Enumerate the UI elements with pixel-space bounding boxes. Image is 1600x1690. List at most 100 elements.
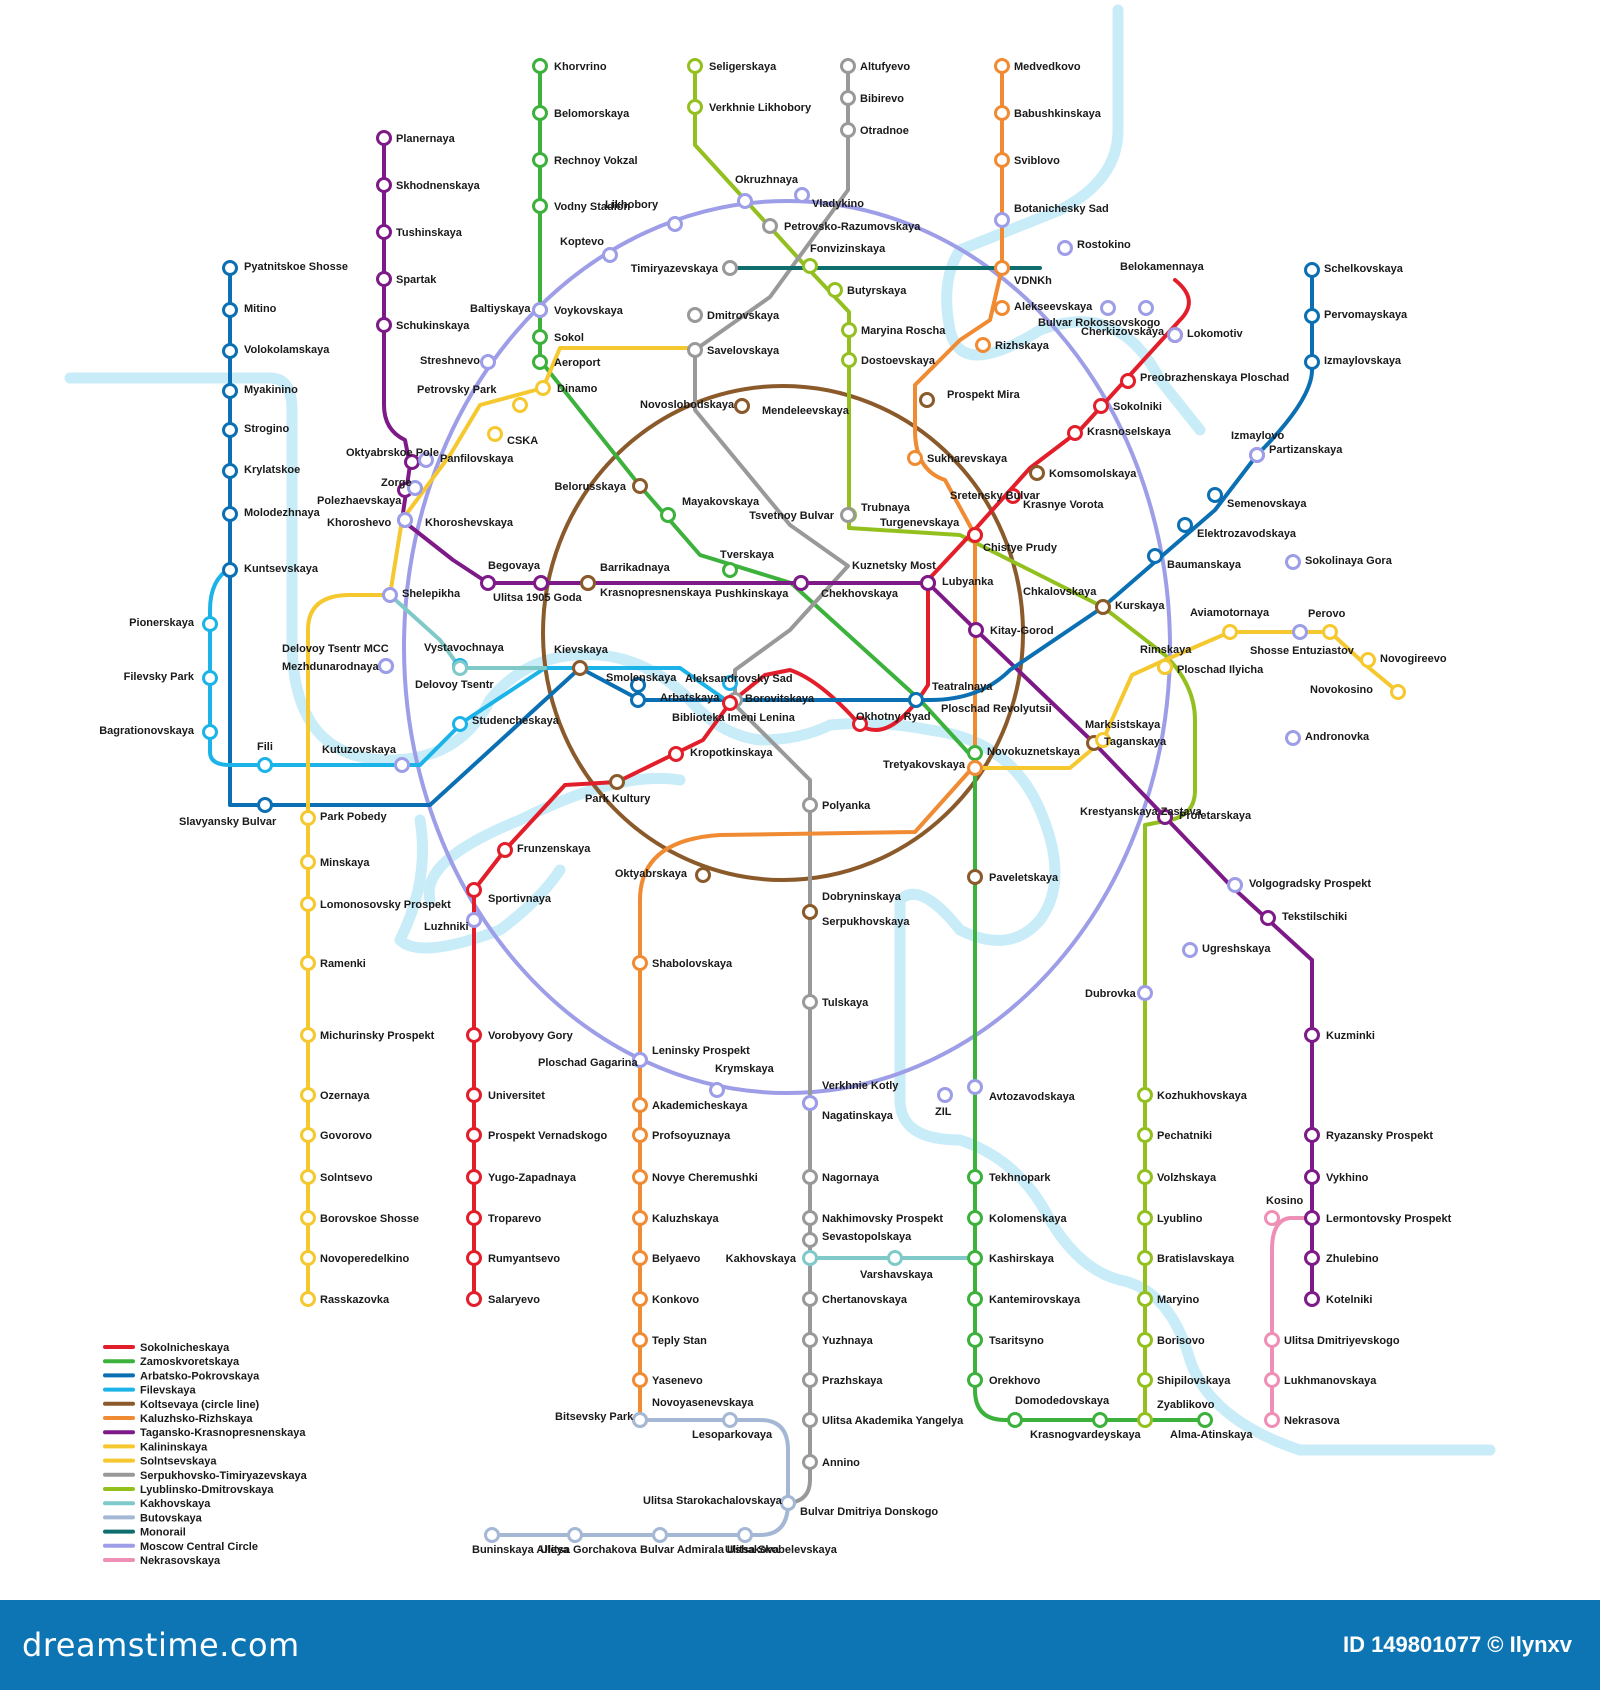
station-streshnevo[interactable] [480, 354, 496, 370]
station-domodedovskaya[interactable] [1007, 1412, 1023, 1428]
station-zil[interactable] [937, 1087, 953, 1103]
station-skhodnenskaya[interactable] [376, 177, 392, 193]
station-pionerskaya[interactable] [202, 616, 218, 632]
station-lyublino[interactable] [1137, 1210, 1153, 1226]
station-planernaya[interactable] [376, 130, 392, 146]
station-volzhskaya[interactable] [1137, 1169, 1153, 1185]
station-timiryazevskaya[interactable] [722, 260, 738, 276]
station-universitet[interactable] [466, 1087, 482, 1103]
station-vykhino[interactable] [1304, 1169, 1320, 1185]
station-kantemirovskaya[interactable] [967, 1291, 983, 1307]
station-krylatskoe[interactable] [222, 463, 238, 479]
station-park-kultury[interactable] [609, 774, 625, 790]
station-maryina-roscha[interactable] [841, 322, 857, 338]
station-konkovo[interactable] [632, 1291, 648, 1307]
station-buninskaya-alleya[interactable] [484, 1527, 500, 1543]
station-dobryninskaya[interactable] [802, 904, 818, 920]
station-fonvizinskaya[interactable] [802, 258, 818, 274]
station-borovskoe-shosse[interactable] [300, 1210, 316, 1226]
station-verkhnie-likhobory[interactable] [687, 99, 703, 115]
station-krymskaya[interactable] [709, 1082, 725, 1098]
station-pervomayskaya[interactable] [1304, 308, 1320, 324]
station-bitsevsky-park[interactable] [632, 1412, 648, 1428]
station-kozhukhovskaya[interactable] [1137, 1087, 1153, 1103]
station-delovoy-tsentr-mcc[interactable] [378, 658, 394, 674]
station-alma-atinskaya[interactable] [1197, 1412, 1213, 1428]
station-aviamotornaya[interactable] [1222, 624, 1238, 640]
station-krasnopresnenskaya[interactable] [580, 575, 596, 591]
station-ulitsa-starokachalovskaya[interactable] [780, 1495, 796, 1511]
station-pyatnitskoe-shosse[interactable] [222, 260, 238, 276]
station-prospekt-vernadskogo[interactable] [466, 1127, 482, 1143]
station-altufyevo[interactable] [840, 58, 856, 74]
station-kutuzovskaya[interactable] [394, 757, 410, 773]
station-tekstilschiki[interactable] [1260, 910, 1276, 926]
station-sportivnaya[interactable] [466, 882, 482, 898]
station-slavyansky-bulvar[interactable] [257, 797, 273, 813]
station-seligerskaya[interactable] [687, 58, 703, 74]
station-khoroshevo[interactable] [397, 512, 413, 528]
station-kievskaya[interactable] [572, 660, 588, 676]
station-molodezhnaya[interactable] [222, 506, 238, 522]
station-baumanskaya[interactable] [1147, 548, 1163, 564]
station-elektrozavodskaya[interactable] [1177, 517, 1193, 533]
station-lukhmanovskaya[interactable] [1264, 1372, 1280, 1388]
station-sokol[interactable] [532, 329, 548, 345]
station-studencheskaya[interactable] [452, 716, 468, 732]
station-rostokino[interactable] [1057, 240, 1073, 256]
station-proletarskaya[interactable] [1157, 809, 1173, 825]
station-komsomolskaya[interactable] [1029, 465, 1045, 481]
station-akademicheskaya[interactable] [632, 1097, 648, 1113]
station-medvedkovo[interactable] [994, 58, 1010, 74]
station-mitino[interactable] [222, 302, 238, 318]
station-biblioteka-imeni-lenina[interactable] [722, 695, 738, 711]
station-sevastopolskaya[interactable] [802, 1232, 818, 1248]
station-baltiyskaya[interactable] [532, 302, 548, 318]
station-ulitsa-gorchakova[interactable] [567, 1527, 583, 1543]
station-profsoyuznaya[interactable] [632, 1127, 648, 1143]
station-borisovo[interactable] [1137, 1332, 1153, 1348]
station-troparevo[interactable] [466, 1210, 482, 1226]
station-belorusskaya[interactable] [632, 478, 648, 494]
station-panfilovskaya[interactable] [418, 452, 434, 468]
station-kakhovskaya[interactable] [802, 1250, 818, 1266]
station-solntsevo[interactable] [300, 1169, 316, 1185]
station-koptevo[interactable] [602, 247, 618, 263]
station-vladykino[interactable] [794, 187, 810, 203]
station-yasenevo[interactable] [632, 1372, 648, 1388]
station-tushinskaya[interactable] [376, 224, 392, 240]
station-schelkovskaya[interactable] [1304, 262, 1320, 278]
station-botanichesky-sad[interactable] [994, 212, 1010, 228]
station-shabolovskaya[interactable] [632, 955, 648, 971]
station-shipilovskaya[interactable] [1137, 1372, 1153, 1388]
station-novokosino[interactable] [1390, 684, 1406, 700]
station-khorvrino[interactable] [532, 58, 548, 74]
station-sokolinaya-gora[interactable] [1285, 554, 1301, 570]
station-marksistskaya[interactable] [1095, 732, 1111, 748]
station-govorovo[interactable] [300, 1127, 316, 1143]
station-paveletskaya[interactable] [967, 869, 983, 885]
station-belomorskaya[interactable] [532, 105, 548, 121]
station-bulvar-rokossovskogo[interactable] [1138, 300, 1154, 316]
station-shelepikha[interactable] [382, 587, 398, 603]
station-kurskaya[interactable] [1095, 599, 1111, 615]
station-okhotny-ryad[interactable] [852, 716, 868, 732]
station-dostoevskaya[interactable] [841, 352, 857, 368]
station-tsaritsyno[interactable] [967, 1332, 983, 1348]
station-maryino[interactable] [1137, 1291, 1153, 1307]
station-annino[interactable] [802, 1454, 818, 1470]
station-rasskazovka[interactable] [300, 1291, 316, 1307]
station-frunzenskaya[interactable] [497, 842, 513, 858]
station-tsvetnoy-bulvar[interactable] [840, 507, 856, 523]
station-dubrovka[interactable] [1137, 985, 1153, 1001]
station-fili[interactable] [257, 757, 273, 773]
station-novye-cheremushki[interactable] [632, 1169, 648, 1185]
station-prazhskaya[interactable] [802, 1372, 818, 1388]
station-perovo[interactable] [1322, 624, 1338, 640]
station-nekrasova[interactable] [1264, 1412, 1280, 1428]
station-vodny-stadion[interactable] [532, 198, 548, 214]
station-ulitsa-dmitriyevskogo[interactable] [1264, 1332, 1280, 1348]
station-lokomotiv[interactable] [1167, 327, 1183, 343]
station-smolenskaya[interactable] [630, 677, 646, 693]
station-likhobory[interactable] [667, 216, 683, 232]
